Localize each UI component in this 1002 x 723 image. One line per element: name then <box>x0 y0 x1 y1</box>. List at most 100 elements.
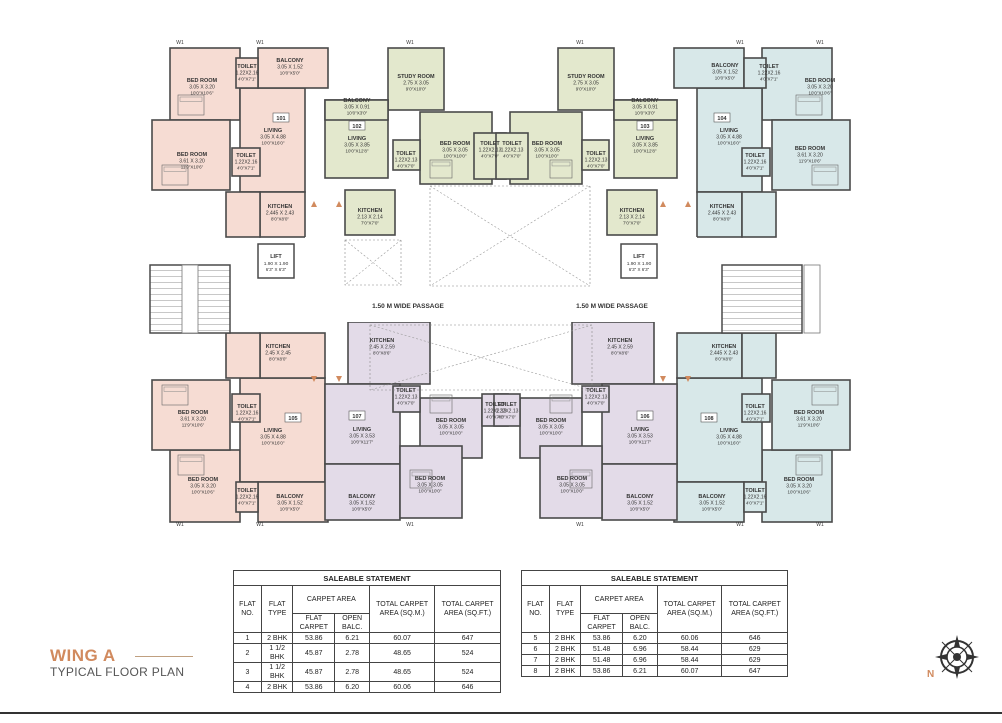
duct <box>225 191 261 238</box>
room-name: BED ROOM <box>440 141 471 147</box>
bedroom <box>539 445 603 519</box>
bed-furniture <box>795 454 823 476</box>
room-size: 2.75 X 3.05 <box>403 81 429 87</box>
kitchen <box>344 189 396 236</box>
room-name: TOILET <box>396 151 416 157</box>
room-size: 2.45 X 2.59 <box>369 345 395 351</box>
room-size-ft: 11'9"X10'6" <box>798 423 821 428</box>
room-name: TOILET <box>237 488 257 494</box>
duct-cutout <box>344 239 402 286</box>
window-tag: W1 <box>576 40 584 46</box>
header-flat-no: FLAT NO. <box>521 585 550 633</box>
table-cell: 2 <box>233 643 262 663</box>
room-name: BED ROOM <box>436 418 467 424</box>
room-name: TOILET <box>485 402 505 408</box>
room-name: STUDY ROOM <box>397 74 435 80</box>
stair-landing <box>803 264 821 334</box>
room-name: BED ROOM <box>805 78 836 84</box>
flat-number-tag <box>272 112 290 123</box>
room-size: 1.22X2.16 <box>758 71 781 77</box>
room-size: 3.05 X 3.05 <box>417 483 443 489</box>
bed-furniture <box>549 159 573 179</box>
room-name: TOILET <box>759 64 779 70</box>
balcony <box>601 463 678 521</box>
room-size: 3.05 X 3.05 <box>534 148 560 154</box>
room-size: 1.22X2.13 <box>395 395 418 401</box>
room-size-ft: 4'0"X7'0" <box>397 164 415 169</box>
room-size: 3.05 X 1.52 <box>277 65 303 71</box>
room-size: 3.05 X 1.52 <box>712 70 738 76</box>
window-tag: W1 <box>256 522 264 528</box>
toilet <box>235 481 259 513</box>
room-size-ft: 10'0"X10'0" <box>419 489 442 494</box>
room-name: BALCONY <box>626 494 654 500</box>
flat-106 <box>493 321 678 521</box>
flat-number-tag <box>636 120 654 131</box>
balcony <box>324 99 389 121</box>
room-name: BALCONY <box>348 494 376 500</box>
balcony <box>257 47 329 89</box>
room-size: 3.61 X 3.20 <box>797 153 823 159</box>
table-cell: 646 <box>721 632 788 644</box>
toilet <box>743 57 767 89</box>
room-size-ft: 4'0"X7'0" <box>498 415 516 420</box>
room-name: BED ROOM <box>536 418 567 424</box>
table-cell: 2 BHK <box>260 681 294 693</box>
pillow-furniture <box>163 166 187 172</box>
flat-105 <box>151 332 329 523</box>
room-size: 1.22X2.13 <box>585 395 608 401</box>
flat-number-tag <box>348 410 366 421</box>
room-name: TOILET <box>480 141 500 147</box>
pillow-furniture <box>431 396 451 402</box>
table-cell: 1 <box>233 632 262 644</box>
table-cell: 646 <box>434 681 501 693</box>
table-cell: 51.48 <box>580 654 623 666</box>
room-size: 2.13 X 2.14 <box>619 215 645 221</box>
room-size: 3.05 X 3.05 <box>559 483 585 489</box>
room-size-ft: 10'0"X5'0" <box>630 507 651 512</box>
window-tag: W1 <box>736 522 744 528</box>
room-size-ft: 10'0"X12'8" <box>634 149 657 154</box>
header-flat-type: FLAT TYPE <box>260 585 294 633</box>
pillow-furniture <box>797 456 821 462</box>
room-size-ft: 11'9"X10'6" <box>182 423 205 428</box>
bed-furniture <box>177 454 205 476</box>
room-size-ft: 4'0"X7'1" <box>760 77 778 82</box>
room-size-ft: 10'0"X5'0" <box>352 507 373 512</box>
room-size-ft: 11'9"X10'6" <box>181 165 204 170</box>
room-size: 2.445 X 2.43 <box>708 211 737 217</box>
room-size: 3.05 X 1.52 <box>699 501 725 507</box>
window-tag: W1 <box>576 522 584 528</box>
room-size: 1.22X2.16 <box>235 160 258 166</box>
table-cell: 6.21 <box>621 665 658 677</box>
flat-number: 101 <box>276 116 285 122</box>
table-cell: 58.44 <box>656 654 723 666</box>
room-name: BED ROOM <box>784 477 815 483</box>
cutout-diagonal <box>429 185 591 287</box>
lift-label: LIFT <box>633 254 645 260</box>
room-size: 3.05 X 1.52 <box>277 501 303 507</box>
room-name: KITCHEN <box>712 344 736 350</box>
bed-furniture <box>429 394 453 414</box>
room-size: 3.05 X 4.88 <box>260 135 286 141</box>
toilet <box>741 393 771 423</box>
table-cell: 1 1/2 BHK <box>260 643 294 663</box>
room-size-ft: 7'0"X7'0" <box>361 221 379 226</box>
window-tag: W1 <box>736 40 744 46</box>
room-size: 1.22X2.13 <box>496 409 519 415</box>
room-name: BED ROOM <box>795 146 826 152</box>
bed-furniture <box>409 469 433 489</box>
table-cell: 48.65 <box>369 662 436 682</box>
table-cell: 6.96 <box>621 643 658 655</box>
room-size-ft: 10'0"X10'6" <box>809 91 832 96</box>
room-size: 3.05 X 1.52 <box>627 501 653 507</box>
room-size-ft: 8'0"X8'0" <box>713 217 731 222</box>
room-name: LIVING <box>353 427 371 433</box>
room-size: 1.22X2.16 <box>744 495 767 501</box>
bed-furniture <box>569 469 593 489</box>
room-size-ft: 10'0"X5'0" <box>280 71 301 76</box>
table-cell: 2 BHK <box>548 632 582 644</box>
passage-label-left: 1.50 M WIDE PASSAGE <box>372 303 444 310</box>
